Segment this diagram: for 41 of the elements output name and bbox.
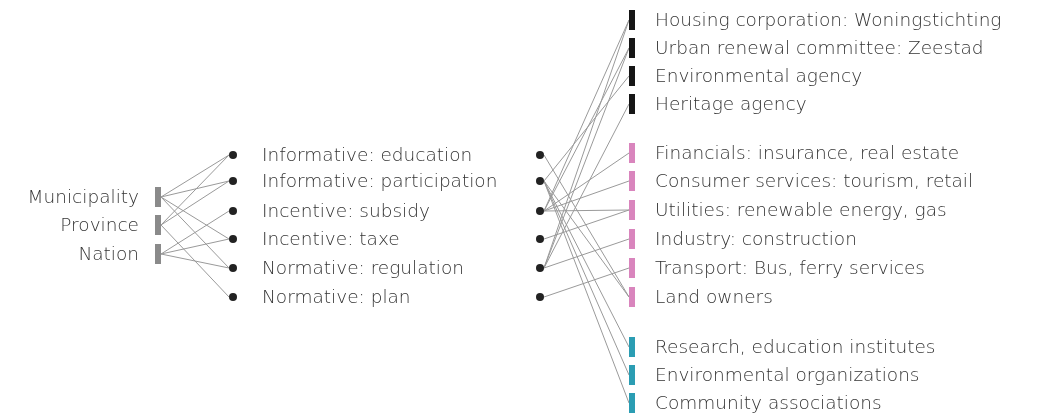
connector-line xyxy=(543,180,630,298)
stakeholder-label: Industry: construction xyxy=(655,227,857,251)
connector-line xyxy=(543,238,630,269)
connector-line xyxy=(160,180,230,226)
connector-line xyxy=(160,224,230,298)
connector-line xyxy=(543,267,630,298)
connector-line xyxy=(543,152,630,212)
stakeholder-label: Utilities: renewable energy, gas xyxy=(655,198,947,222)
stakeholder-label: Heritage agency xyxy=(655,92,807,116)
connector-line xyxy=(543,209,630,240)
connector-line xyxy=(543,209,630,212)
stakeholder-label: Transport: Bus, ferry services xyxy=(655,256,925,280)
connector-line xyxy=(160,210,230,255)
instrument-label: Incentive: taxe xyxy=(262,227,400,251)
stakeholder-label: Consumer services: tourism, retail xyxy=(655,169,974,193)
instrument-label: Normative: regulation xyxy=(262,256,464,280)
connector-line xyxy=(160,180,230,198)
instrument-label: Informative: education xyxy=(262,143,473,167)
instrument-label: Incentive: subsidy xyxy=(262,199,430,223)
stakeholder-label: Community associations xyxy=(655,391,882,415)
stakeholder-label: Environmental organizations xyxy=(655,363,920,387)
stakeholder-label: Financials: insurance, real estate xyxy=(655,141,960,165)
instrument-label: Informative: participation xyxy=(262,169,498,193)
connector-line xyxy=(543,180,630,212)
actor-label: Municipality xyxy=(27,185,139,209)
stakeholder-label: Urban renewal committee: Zeestad xyxy=(655,36,984,60)
actor-label: Province xyxy=(60,213,139,237)
connector-line xyxy=(160,253,230,269)
connector-line xyxy=(543,103,630,269)
stakeholder-label: Environmental agency xyxy=(655,64,863,88)
stakeholder-label: Research, education institutes xyxy=(655,335,936,359)
connector-line xyxy=(543,75,630,182)
connector-line xyxy=(160,196,230,240)
connector-line xyxy=(160,238,230,255)
stakeholder-label: Housing corporation: Woningstichting xyxy=(655,8,1002,32)
connector-line xyxy=(160,196,230,269)
instrument-label: Normative: plan xyxy=(262,285,411,309)
actor-label: Nation xyxy=(78,242,139,266)
connector-line xyxy=(160,154,230,226)
connector-line xyxy=(160,154,230,198)
stakeholder-label: Land owners xyxy=(655,285,773,309)
